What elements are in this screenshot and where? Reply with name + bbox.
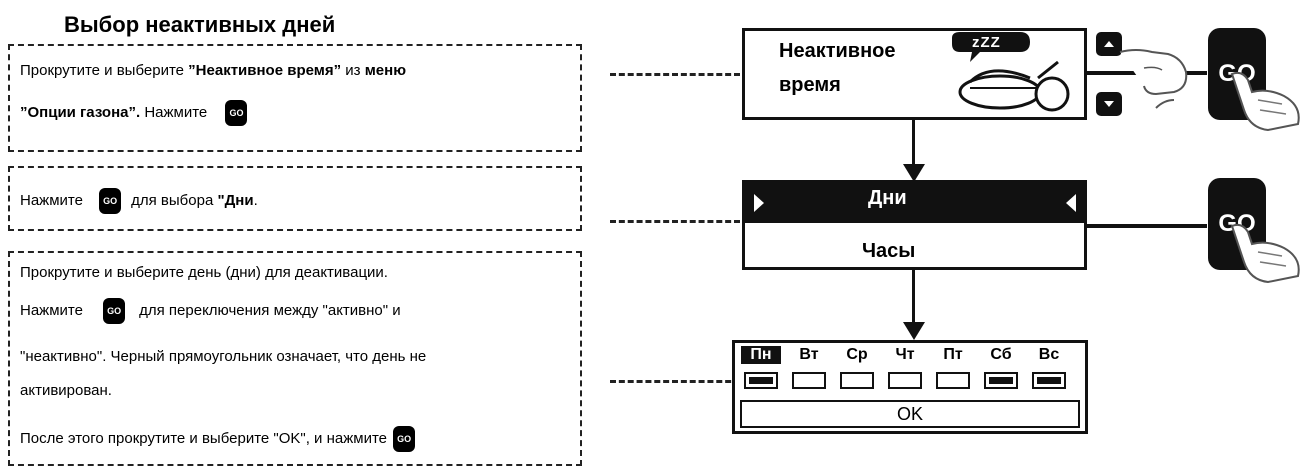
days-row: Пн Вт Ср Чт Пт Сб Вс <box>740 346 1080 396</box>
day-toggle-box[interactable] <box>936 372 970 389</box>
inactive-fill <box>749 377 773 384</box>
step-1-line-1: Прокрутите и выберите ”Неактивное время”… <box>20 62 406 79</box>
screen-inactive-line-1: Неактивное <box>779 40 896 63</box>
step-3-toggle-text: для переключения между "активно" и <box>139 302 401 319</box>
arrow-1-line <box>912 120 915 170</box>
step-3-line-2: Нажмите GO для переключения между "активн… <box>20 298 401 324</box>
sleeping-mower-icon <box>940 32 1080 116</box>
day-label: Вс <box>1029 346 1069 364</box>
step-1-menu-name: ”Опции газона”. <box>20 104 140 121</box>
step-3-final-text: После этого прокрутите и выберите "OK", … <box>20 430 387 447</box>
day-toggle-box[interactable] <box>888 372 922 389</box>
connector-1 <box>610 73 740 76</box>
step-1-line-2: ”Опции газона”. Нажмите GO <box>20 100 247 126</box>
day-label: Пт <box>933 346 973 364</box>
zzz-text: zZZ <box>972 34 1001 51</box>
step-1-text: Прокрутите и выберите <box>20 62 188 79</box>
go-button-icon: GO <box>393 426 415 452</box>
screen-inactive-line-2: время <box>779 74 841 97</box>
step-2-days: "Дни <box>217 192 253 209</box>
day-label: Ср <box>837 346 877 364</box>
go-button-icon: GO <box>103 298 125 324</box>
connector-3 <box>610 380 740 383</box>
step-1-press: Нажмите <box>140 104 207 121</box>
day-label: Пн <box>741 346 781 364</box>
step-1-menu-item: ”Неактивное время” <box>188 62 341 79</box>
triangle-right-icon <box>752 192 766 214</box>
inactive-fill <box>989 377 1013 384</box>
connector-2 <box>610 220 740 223</box>
menu-item-hours[interactable]: Часы <box>862 240 915 263</box>
pointing-hand-icon <box>1116 38 1196 118</box>
hand-press-icon <box>1228 222 1308 284</box>
step-3-press: Нажмите <box>20 302 83 319</box>
menu-item-days[interactable]: Дни <box>868 187 907 210</box>
triangle-left-icon <box>1064 192 1078 214</box>
menu-selected-row[interactable] <box>745 183 1084 223</box>
page-title: Выбор неактивных дней <box>64 12 335 38</box>
step-1-text-2: из <box>341 62 365 79</box>
step-3-line-3: "неактивно". Черный прямоугольник означа… <box>20 348 426 365</box>
day-toggle-box[interactable] <box>744 372 778 389</box>
step-2-text: для выбора <box>131 192 217 209</box>
step-1-menu-word: меню <box>365 62 406 79</box>
step-box-1 <box>8 44 582 152</box>
day-toggle-box[interactable] <box>984 372 1018 389</box>
day-label: Чт <box>885 346 925 364</box>
step-2-press: Нажмите <box>20 192 83 209</box>
day-label: Вт <box>789 346 829 364</box>
step-3-line-1: Прокрутите и выберите день (дни) для деа… <box>20 264 388 281</box>
hand-press-icon <box>1228 70 1308 132</box>
arrow-2-line <box>912 270 915 328</box>
step-3-line-5: После этого прокрутите и выберите "OK", … <box>20 426 415 452</box>
go-button-icon: GO <box>225 100 247 126</box>
day-toggle-box[interactable] <box>840 372 874 389</box>
day-toggle-box[interactable] <box>792 372 826 389</box>
step-3-line-4: активирован. <box>20 382 112 399</box>
connector-go-2 <box>1087 224 1207 228</box>
day-label: Сб <box>981 346 1021 364</box>
inactive-fill <box>1037 377 1061 384</box>
day-toggle-box[interactable] <box>1032 372 1066 389</box>
go-button-icon: GO <box>99 188 121 214</box>
ok-button[interactable]: OK <box>740 400 1080 428</box>
arrow-down-icon <box>903 322 925 340</box>
